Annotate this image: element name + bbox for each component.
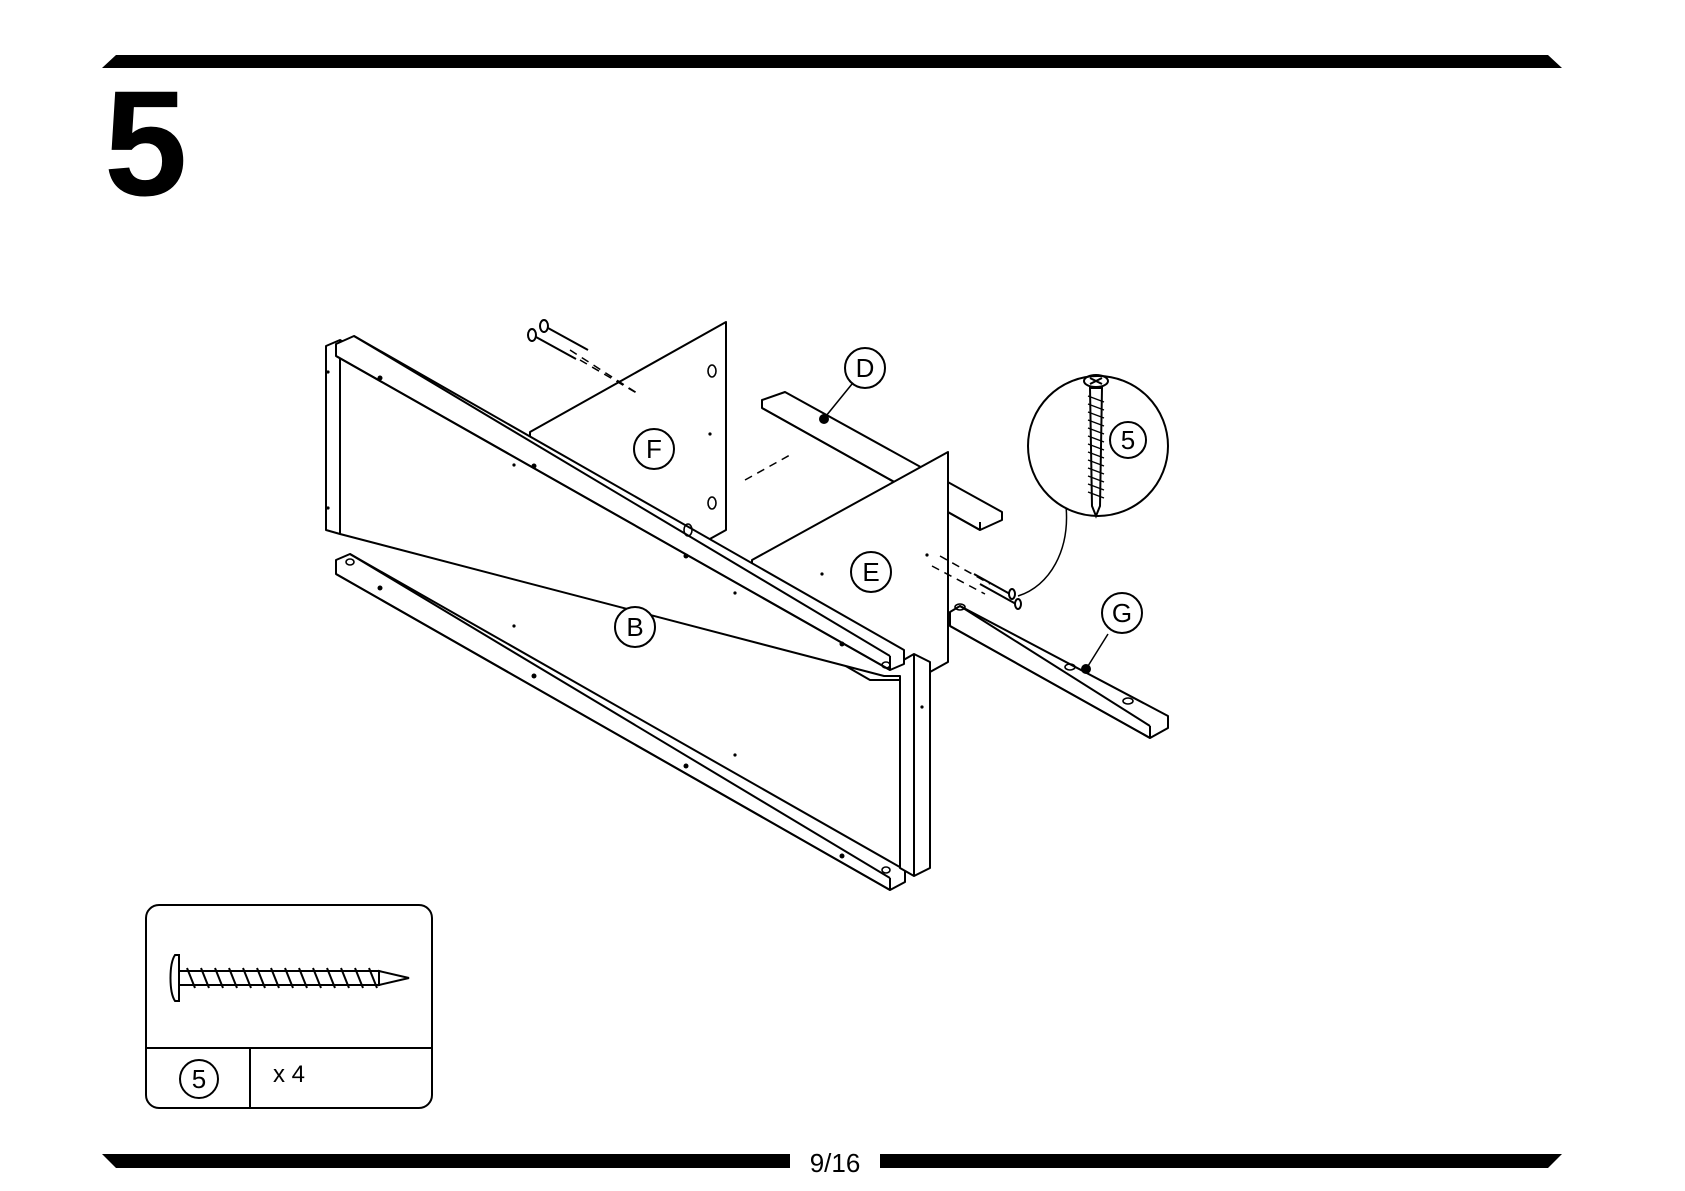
panel-d-dot — [819, 414, 829, 424]
part-label-e: E — [850, 551, 892, 593]
panel-g-dot — [1081, 664, 1091, 674]
bottom-bar-right — [880, 1154, 1562, 1168]
screw-icon — [147, 906, 433, 1051]
page-number: 9/16 — [790, 1148, 880, 1178]
part-label-d: D — [844, 347, 886, 389]
hardware-box: 5 x 4 — [145, 904, 433, 1109]
part-label-f: F — [633, 428, 675, 470]
bottom-bar-left — [102, 1154, 790, 1168]
step-number: 5 — [104, 68, 187, 218]
screw-callout — [1028, 375, 1168, 516]
part-label-g: G — [1101, 592, 1143, 634]
callout-hardware-label: 5 — [1109, 421, 1147, 459]
hardware-row: 5 x 4 — [147, 1047, 431, 1107]
part-label-b: B — [614, 606, 656, 648]
top-bar — [102, 55, 1562, 68]
hardware-id: 5 — [179, 1059, 219, 1099]
hardware-id-cell: 5 — [147, 1049, 251, 1107]
hardware-quantity: x 4 — [273, 1061, 305, 1089]
